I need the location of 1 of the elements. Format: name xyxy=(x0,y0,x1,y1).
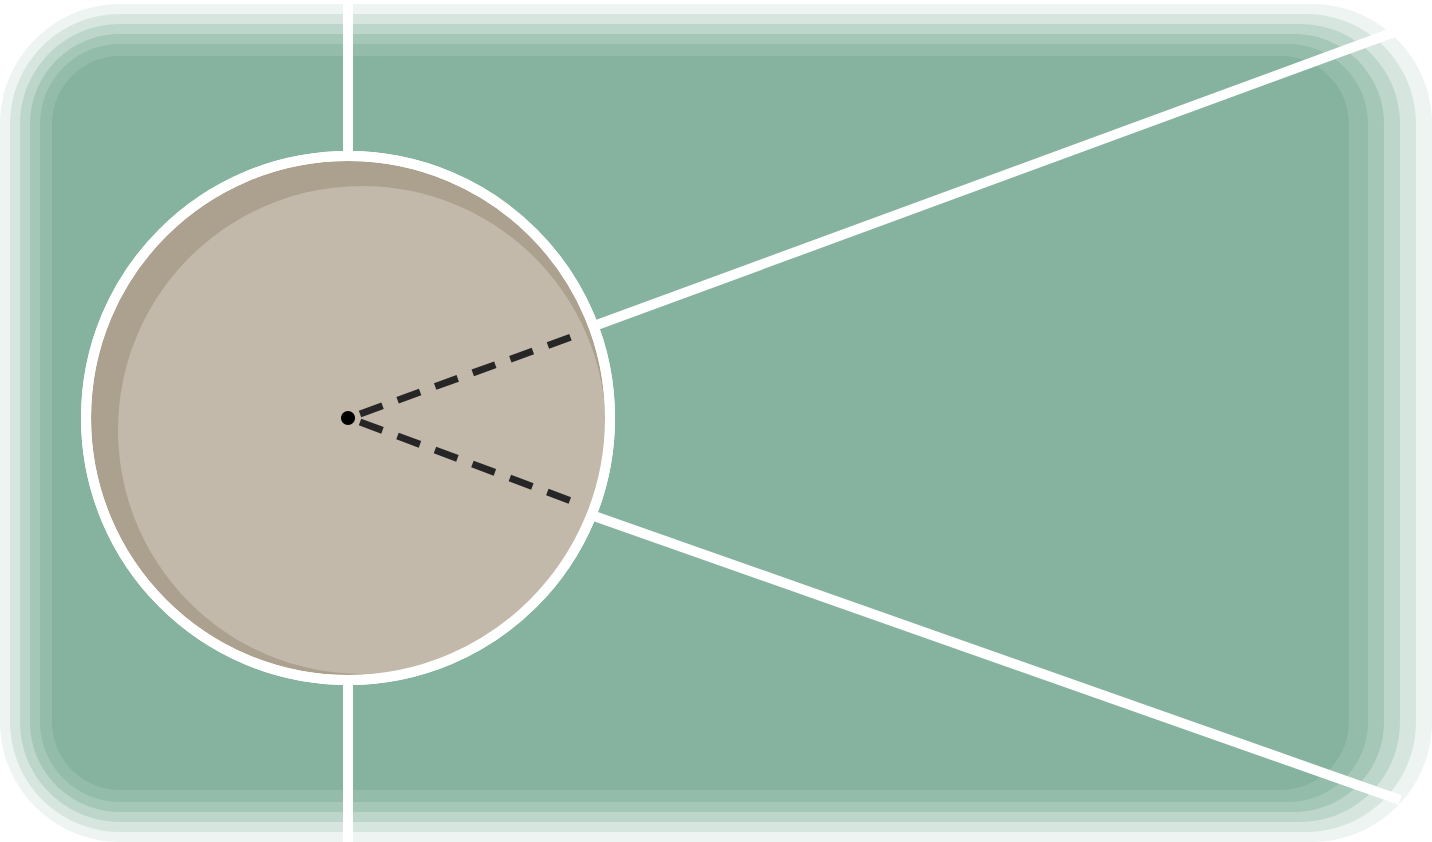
circle xyxy=(81,151,615,685)
